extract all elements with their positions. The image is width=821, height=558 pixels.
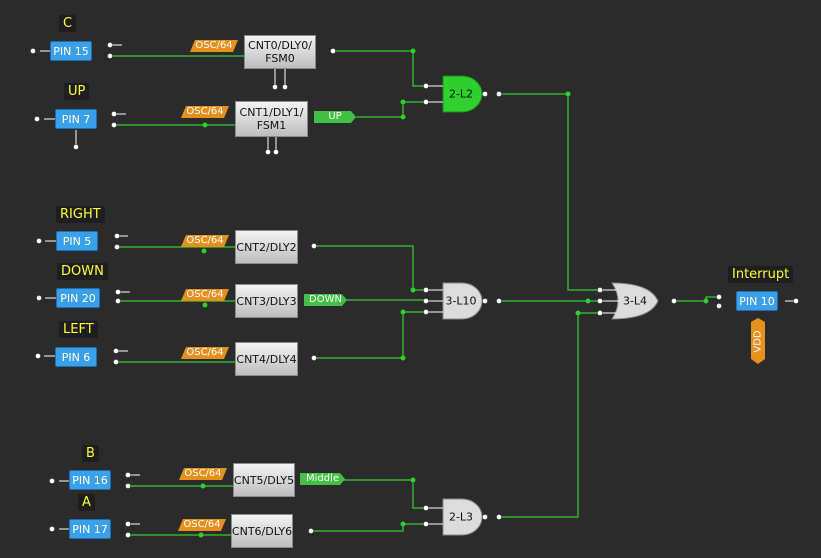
wire-l3-l4 — [499, 312, 600, 518]
and-gate-l10 — [442, 282, 483, 320]
block-cnt0[interactable]: CNT0/DLY0/ FSM0 — [244, 35, 316, 69]
gate-label-l3: 2-L3 — [448, 510, 474, 524]
and-gate-l2 — [442, 75, 483, 113]
wire-cnt5-l3 — [342, 479, 426, 509]
wire-junctions — [198, 48, 709, 538]
wire-cnt0-l2 — [333, 50, 426, 87]
pin-16[interactable]: PIN 16 — [69, 470, 111, 490]
gate-label-l4: 3-L4 — [622, 294, 648, 308]
label-right: RIGHT — [56, 206, 105, 223]
label-c: C — [59, 15, 77, 32]
pin-7[interactable]: PIN 7 — [55, 109, 97, 129]
osc-tag-cnt5: OSC/64 — [179, 468, 227, 480]
wire-cnt4-l10 — [314, 311, 426, 359]
gates — [442, 75, 659, 536]
pin-5[interactable]: PIN 5 — [56, 231, 98, 251]
wire-cnt2-l10 — [314, 245, 426, 291]
block-cnt2[interactable]: CNT2/DLY2 — [235, 230, 298, 264]
gate-stubs — [40, 44, 796, 530]
signal-tag-down: DOWN — [304, 294, 347, 306]
signal-tag-up: UP — [314, 111, 356, 123]
label-a: A — [78, 494, 95, 511]
wire-cnt1-l2 — [356, 101, 426, 118]
wire-l4-pin10 — [674, 296, 719, 302]
block-cnt1[interactable]: CNT1/DLY1/ FSM1 — [235, 101, 308, 137]
wire-l2-l4 — [499, 93, 600, 291]
label-b: B — [82, 445, 99, 462]
osc-tag-cnt0: OSC/64 — [190, 40, 238, 52]
and-gate-l3 — [442, 498, 483, 536]
block-cnt4[interactable]: CNT4/DLY4 — [235, 342, 298, 376]
block-cnt5[interactable]: CNT5/DLY5 — [233, 463, 295, 497]
label-up: UP — [64, 83, 90, 100]
label-down: DOWN — [57, 263, 108, 280]
block-cnt6[interactable]: CNT6/DLY6 — [231, 514, 293, 548]
block-cnt3[interactable]: CNT3/DLY3 — [235, 284, 298, 318]
vdd-supply-tag: VDD — [751, 318, 765, 364]
pin-15[interactable]: PIN 15 — [50, 41, 92, 61]
pin-20[interactable]: PIN 20 — [56, 288, 100, 308]
pin-10[interactable]: PIN 10 — [736, 291, 778, 311]
signal-tag-middle: Middle — [300, 473, 345, 485]
osc-tag-cnt6: OSC/64 — [178, 519, 226, 531]
label-left: LEFT — [59, 321, 98, 338]
gate-label-l2: 2-L2 — [448, 87, 474, 101]
label-interrupt: Interrupt — [728, 266, 794, 283]
pin-6[interactable]: PIN 6 — [55, 347, 97, 367]
osc-tag-cnt2: OSC/64 — [181, 235, 229, 247]
wire-cnt6-l3 — [311, 523, 426, 532]
osc-tag-cnt3: OSC/64 — [181, 289, 229, 301]
pin-17[interactable]: PIN 17 — [69, 519, 111, 539]
osc-tag-cnt1: OSC/64 — [181, 106, 229, 118]
osc-tag-cnt4: OSC/64 — [181, 347, 229, 359]
gate-label-l10: 3-L10 — [445, 294, 477, 308]
